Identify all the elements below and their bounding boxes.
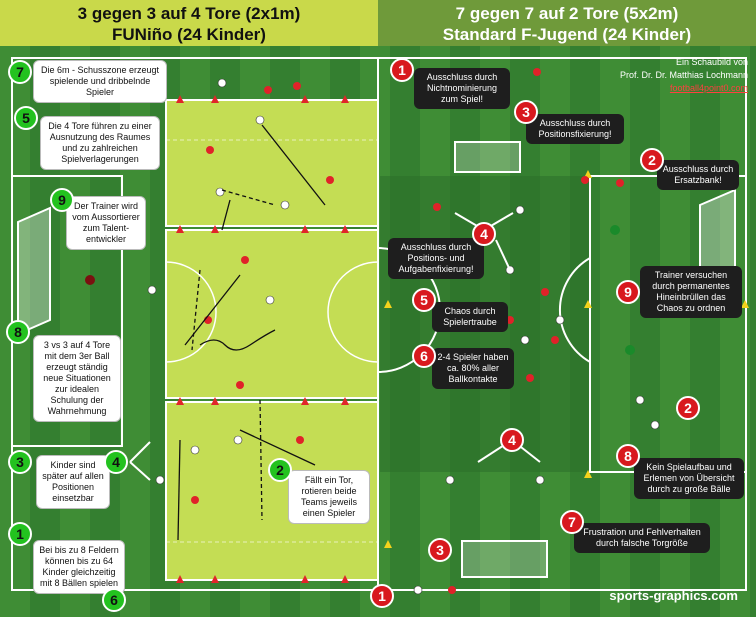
callout-right-7: Frustration und Fehlverhalten durch fals… — [574, 523, 710, 553]
badge-right-7a: 7 — [560, 510, 584, 534]
callout-right-2: Ausschluss durch Ersatzbank! — [657, 160, 739, 190]
badge-right-4a: 4 — [472, 222, 496, 246]
callout-left-7: Die 6m - Schusszone erzeugt spielende un… — [33, 60, 167, 103]
callout-right-1: Ausschluss durch Nichtnominierung zum Sp… — [414, 68, 510, 109]
callout-left-8: 3 vs 3 auf 4 Tore mit dem 3er Ball erzeu… — [33, 335, 121, 422]
badge-left-8: 8 — [6, 320, 30, 344]
badge-right-2b: 2 — [676, 396, 700, 420]
header-right-subtitle: Standard F-Jugend (24 Kinder) — [442, 25, 692, 44]
header-left-subtitle: FUNiño (24 Kinder) — [112, 25, 266, 44]
badge-left-3: 3 — [8, 450, 32, 474]
badge-left-7: 7 — [8, 60, 32, 84]
callout-right-9: Trainer versuchen durch permanentes Hine… — [640, 266, 742, 318]
badge-right-3b: 3 — [428, 538, 452, 562]
header-left-title: 3 gegen 3 auf 4 Tore (2x1m) — [77, 4, 301, 23]
callout-left-1: Bei bis zu 8 Feldern können bis zu 64 Ki… — [33, 540, 125, 594]
callout-right-5: Chaos durch Spielertraube — [432, 302, 508, 332]
callout-right-6: 2-4 Spieler haben ca. 80% aller Ballkont… — [432, 348, 514, 389]
badge-right-1b: 1 — [370, 584, 394, 608]
yellow-cones — [384, 170, 749, 548]
header-right: 7 gegen 7 auf 2 Tore (5x2m) Standard F-J… — [378, 0, 756, 46]
badge-right-4b: 4 — [500, 428, 524, 452]
badge-left-2: 2 — [268, 458, 292, 482]
callout-right-8: Kein Spielaufbau und Erlemen von Übersic… — [634, 458, 744, 499]
badge-right-9a: 9 — [616, 280, 640, 304]
badge-right-3a: 3 — [514, 100, 538, 124]
header-right-title: 7 gegen 7 auf 2 Tore (5x2m) — [455, 4, 679, 23]
credit-line1: Ein Schaubild von — [675, 57, 748, 67]
callout-right-4: Ausschluss durch Positions- und Aufgaben… — [388, 238, 484, 279]
arrows — [177, 124, 326, 541]
right-penalty-arc — [558, 257, 591, 363]
brand-label: sports-graphics.com — [609, 588, 738, 603]
badge-right-2a: 2 — [640, 148, 664, 172]
credit-link[interactable]: football4point0.com — [669, 83, 748, 93]
cones — [176, 95, 349, 583]
callout-left-2: Fällt ein Tor, rotieren beide Teams jewe… — [288, 470, 370, 524]
badge-right-6a: 6 — [412, 344, 436, 368]
badge-left-5: 5 — [14, 106, 38, 130]
callout-left-3: Kinder sind später auf allen Positionen … — [36, 455, 110, 509]
badge-left-6: 6 — [102, 588, 126, 612]
badge-left-9: 9 — [50, 188, 74, 212]
callout-left-9: Der Trainer wird vom Aussortierer zum Ta… — [66, 196, 146, 250]
badge-right-5a: 5 — [412, 288, 436, 312]
badge-left-1: 1 — [8, 522, 32, 546]
credit-line2: Prof. Dr. Dr. Matthias Lochmann — [619, 70, 748, 80]
left-penalty-box — [11, 175, 123, 447]
badge-right-1a: 1 — [390, 58, 414, 82]
header-left: 3 gegen 3 auf 4 Tore (2x1m) FUNiño (24 K… — [0, 0, 378, 46]
badge-left-4: 4 — [104, 450, 128, 474]
badge-right-8a: 8 — [616, 444, 640, 468]
callout-left-5: Die 4 Tore führen zu einer Ausnutzung de… — [40, 116, 160, 170]
callout-right-3: Ausschluss durch Positionsfixierung! — [526, 114, 624, 144]
